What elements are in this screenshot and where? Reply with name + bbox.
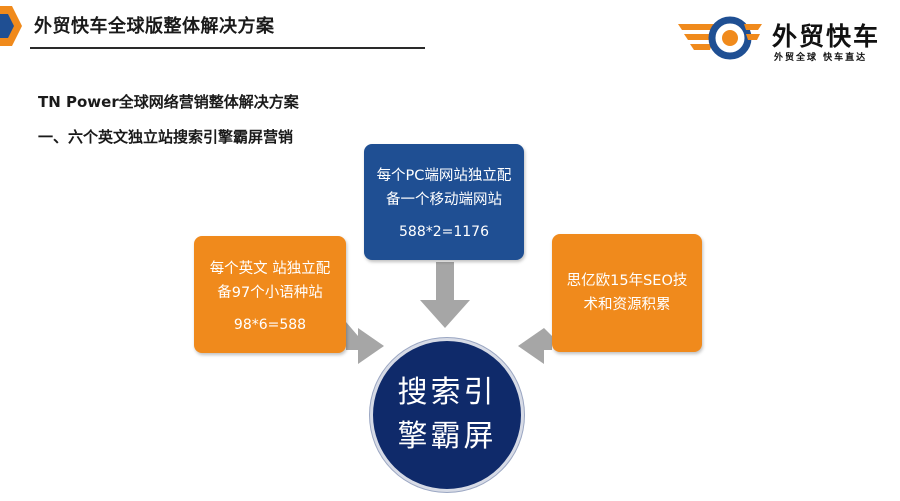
section-heading: TN Power全球网络营销整体解决方案: [38, 93, 299, 111]
circle-line-1: 搜索引: [397, 375, 497, 410]
brand-tagline: 外贸全球 快车直达: [774, 53, 868, 63]
brand-logo: 外贸快车 外贸全球 快车直达: [676, 14, 891, 66]
minor-language-box: 每个英文 站独立配 备97个小语种站 98*6=588: [194, 236, 346, 353]
arrow-down-icon: [420, 262, 470, 328]
arrow-right-down-icon: [518, 322, 552, 364]
seo-experience-line-1: 思亿欧15年SEO技: [566, 273, 688, 289]
seo-experience-box: 思亿欧15年SEO技 术和资源积累: [552, 234, 702, 352]
pc-mobile-calc: 588*2=1176: [399, 224, 489, 240]
circle-line-2: 擎霸屏: [397, 419, 497, 454]
minor-language-calc: 98*6=588: [233, 316, 307, 333]
pc-mobile-line-1: 每个PC端网站独立配: [376, 168, 512, 184]
page-title: 外贸快车全球版整体解决方案: [34, 16, 275, 37]
search-engine-circle: 搜索引 擎霸屏: [370, 338, 524, 492]
corner-accent-icon: [0, 6, 22, 46]
arrow-left-down-icon: [346, 322, 384, 364]
seo-experience-line-2: 术和资源积累: [583, 297, 671, 313]
title-underline: [30, 47, 425, 49]
minor-language-line-1: 每个英文 站独立配: [209, 260, 331, 277]
pc-mobile-box: 每个PC端网站独立配 备一个移动端网站 588*2=1176: [364, 144, 524, 260]
minor-language-line-2: 备97个小语种站: [217, 284, 323, 301]
pc-mobile-line-2: 备一个移动端网站: [386, 192, 502, 208]
section-subheading: 一、六个英文独立站搜索引擎霸屏营销: [38, 128, 294, 146]
wings-circle-logo-icon: [678, 16, 762, 60]
brand-name: 外贸快车: [772, 22, 881, 51]
